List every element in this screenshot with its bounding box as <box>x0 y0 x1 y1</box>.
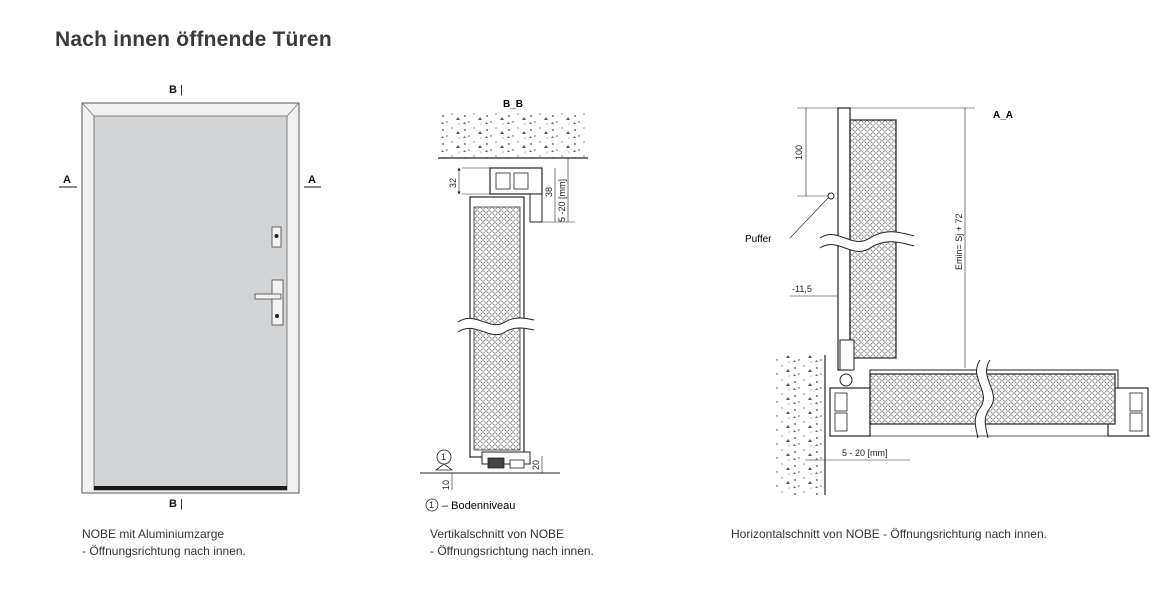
svg-text:20: 20 <box>531 460 541 470</box>
svg-text:-11,5: -11,5 <box>792 284 812 294</box>
caption-horizontal-section: Horizontalschnitt von NOBE - Öffnungsric… <box>731 527 1047 541</box>
door-panel <box>93 115 288 491</box>
svg-text:100: 100 <box>794 145 804 160</box>
wall-concrete <box>775 355 825 495</box>
svg-text:1: 1 <box>429 500 434 510</box>
svg-text:38: 38 <box>544 187 554 197</box>
svg-text:5 - 20 [mm]: 5 - 20 [mm] <box>842 448 888 458</box>
svg-text:32: 32 <box>448 178 458 188</box>
section-label-a-right: A <box>308 174 316 186</box>
legend-bodenniveau: – Bodenniveau <box>442 500 515 512</box>
horizontal-section: A_A 100 Puffer Emin= Sj + 72 -11,5 <box>745 107 1150 495</box>
section-label-a-left: A <box>63 174 71 186</box>
ceiling-concrete <box>438 113 588 158</box>
section-label-b-top: B | <box>169 84 183 96</box>
svg-text:5 -20 [mm]: 5 -20 [mm] <box>557 179 567 222</box>
caption-vertical-section: Vertikalschnitt von NOBE - Öffnungsricht… <box>430 527 594 558</box>
vertical-section: B_B 32 38 5 -20 [mm] 20 10 <box>420 99 588 512</box>
page-title: Nach innen öffnende Türen <box>55 28 332 51</box>
section-label-b-bottom: B | <box>169 498 183 510</box>
svg-text:10: 10 <box>441 480 451 490</box>
svg-text:Emin= Sj + 72: Emin= Sj + 72 <box>954 213 964 270</box>
label-puffer: Puffer <box>745 234 772 245</box>
section-label-bb: B_B <box>503 99 523 110</box>
door-threshold <box>94 486 287 490</box>
section-label-aa: A_A <box>993 110 1013 121</box>
door-handle-plate <box>271 279 284 326</box>
door-handle-lever <box>254 293 282 300</box>
svg-text:1: 1 <box>441 452 446 462</box>
caption-door-view: NOBE mit Aluminiumzarge - Öffnungsrichtu… <box>82 527 246 558</box>
door-view <box>59 102 321 494</box>
